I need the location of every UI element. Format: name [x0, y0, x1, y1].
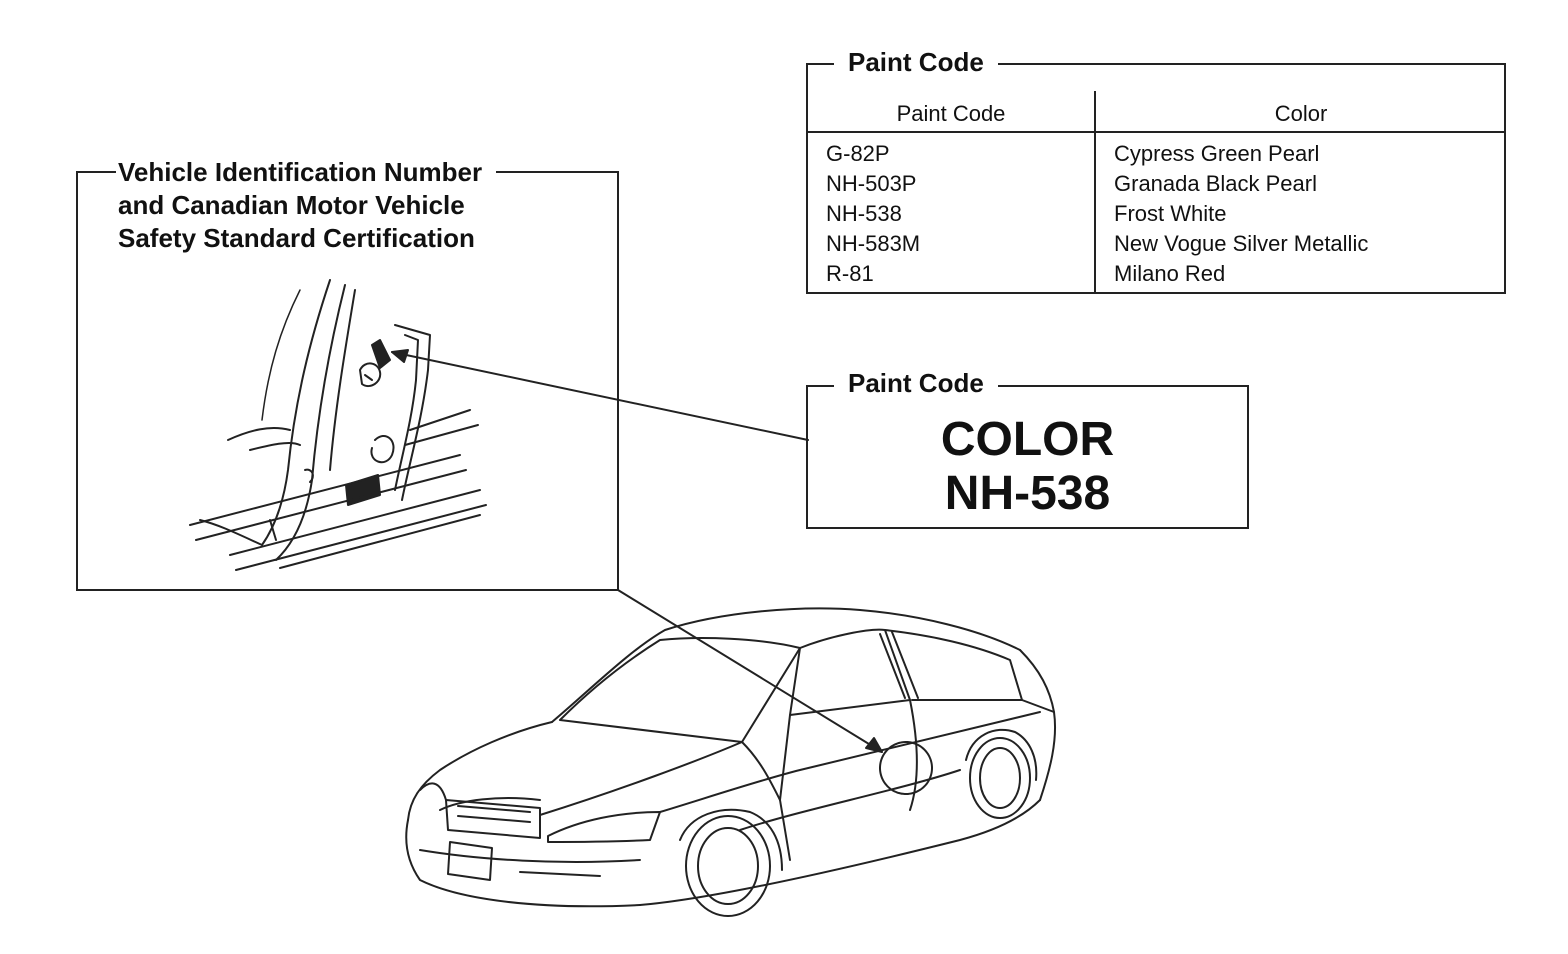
vin-title-line-2: and Canadian Motor Vehicle [118, 190, 465, 220]
vin-panel-title: Vehicle Identification Number and Canadi… [116, 156, 497, 255]
leader-line-door [617, 589, 883, 753]
table-cell-code: NH-538 [826, 201, 902, 226]
paint-code-label: COLOR NH-538 [806, 385, 1249, 529]
table-cell-code: NH-583M [826, 231, 921, 256]
table-header-paint-code: Paint Code [896, 101, 1006, 126]
table-cell-code: R-81 [826, 261, 874, 286]
table-header-color: Color [1274, 101, 1328, 126]
coupe-illustration [405, 607, 1057, 917]
paint-code-table: Paint Code Color G-82P Cypress Green Pea… [806, 63, 1506, 294]
table-cell-color: Granada Black Pearl [1114, 171, 1317, 196]
vin-title-line-1: Vehicle Identification Number [118, 157, 483, 187]
table-cell-code: G-82P [826, 141, 890, 166]
table-cell-color: Milano Red [1114, 261, 1226, 286]
label-code-text: NH-538 [944, 467, 1111, 520]
leader-line-label [391, 351, 809, 441]
table-cell-color: Frost White [1114, 201, 1227, 226]
door-jamb-detail [189, 279, 487, 571]
vin-title-line-3: Safety Standard Certification [118, 223, 475, 253]
table-cell-code: NH-503P [826, 171, 917, 196]
table-cell-color: Cypress Green Pearl [1114, 141, 1320, 166]
paint-table-title: Paint Code [834, 47, 998, 77]
paint-label-title: Paint Code [834, 368, 998, 398]
table-cell-color: New Vogue Silver Metallic [1114, 231, 1369, 256]
label-color-text: COLOR [940, 413, 1115, 466]
table-header-divider [808, 131, 1504, 133]
table-column-divider [1094, 91, 1096, 294]
